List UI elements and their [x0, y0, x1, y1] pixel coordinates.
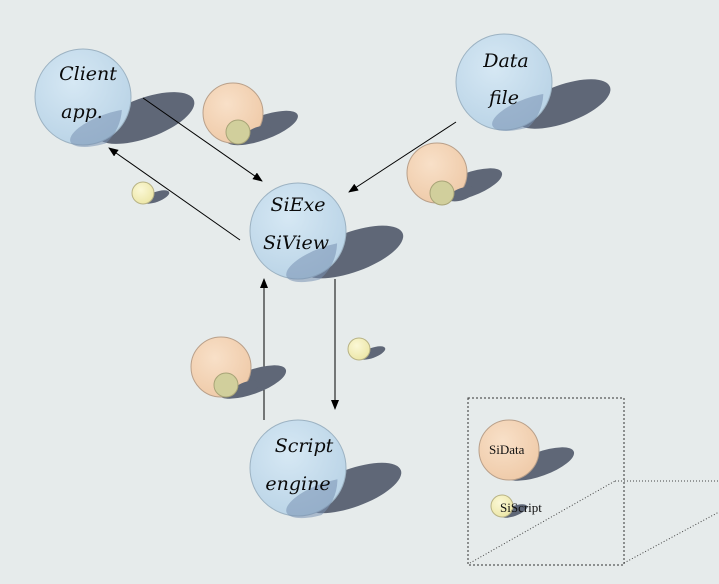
legend-siscript-label: SiScript — [500, 500, 542, 515]
legend-siscript-swatch — [490, 494, 528, 518]
legend-frame — [467, 397, 625, 566]
client-node-label-2: app. — [61, 101, 103, 123]
script-node-label-1: Script — [275, 435, 334, 457]
datafile-node-label-2: file — [487, 87, 519, 109]
datafile-node-label-1: Data — [482, 50, 529, 72]
arrow-siexe-to-client — [108, 147, 241, 241]
sidata-packet-3 — [190, 336, 287, 399]
siscript-packet-2 — [347, 337, 386, 361]
legend: SiData SiScript — [467, 397, 719, 566]
sidata-packet-1 — [202, 82, 298, 146]
siexe-node-label-2: SiView — [263, 232, 329, 254]
legend-sidata-swatch — [478, 419, 575, 481]
sidata-packet-2 — [406, 142, 503, 206]
legend-zoom-line-bottom — [623, 511, 719, 564]
arrow-client-to-siexe — [142, 97, 263, 182]
client-node-label-1: Client — [59, 63, 117, 85]
arrow-datafile-to-siexe — [348, 121, 457, 193]
edges — [108, 97, 457, 420]
client-node-shadow — [95, 92, 195, 144]
client-node[interactable]: Client app. — [34, 48, 150, 155]
legend-sidata-label: SiData — [489, 442, 525, 457]
siscript-packet-1 — [131, 181, 170, 205]
siexe-node[interactable]: SiExe SiView — [249, 182, 371, 290]
script-node-label-2: engine — [265, 473, 330, 495]
datafile-node-shadow — [515, 79, 611, 129]
siexe-node-label-1: SiExe — [271, 194, 326, 216]
legend-zoom-line-diagonal — [469, 480, 616, 564]
